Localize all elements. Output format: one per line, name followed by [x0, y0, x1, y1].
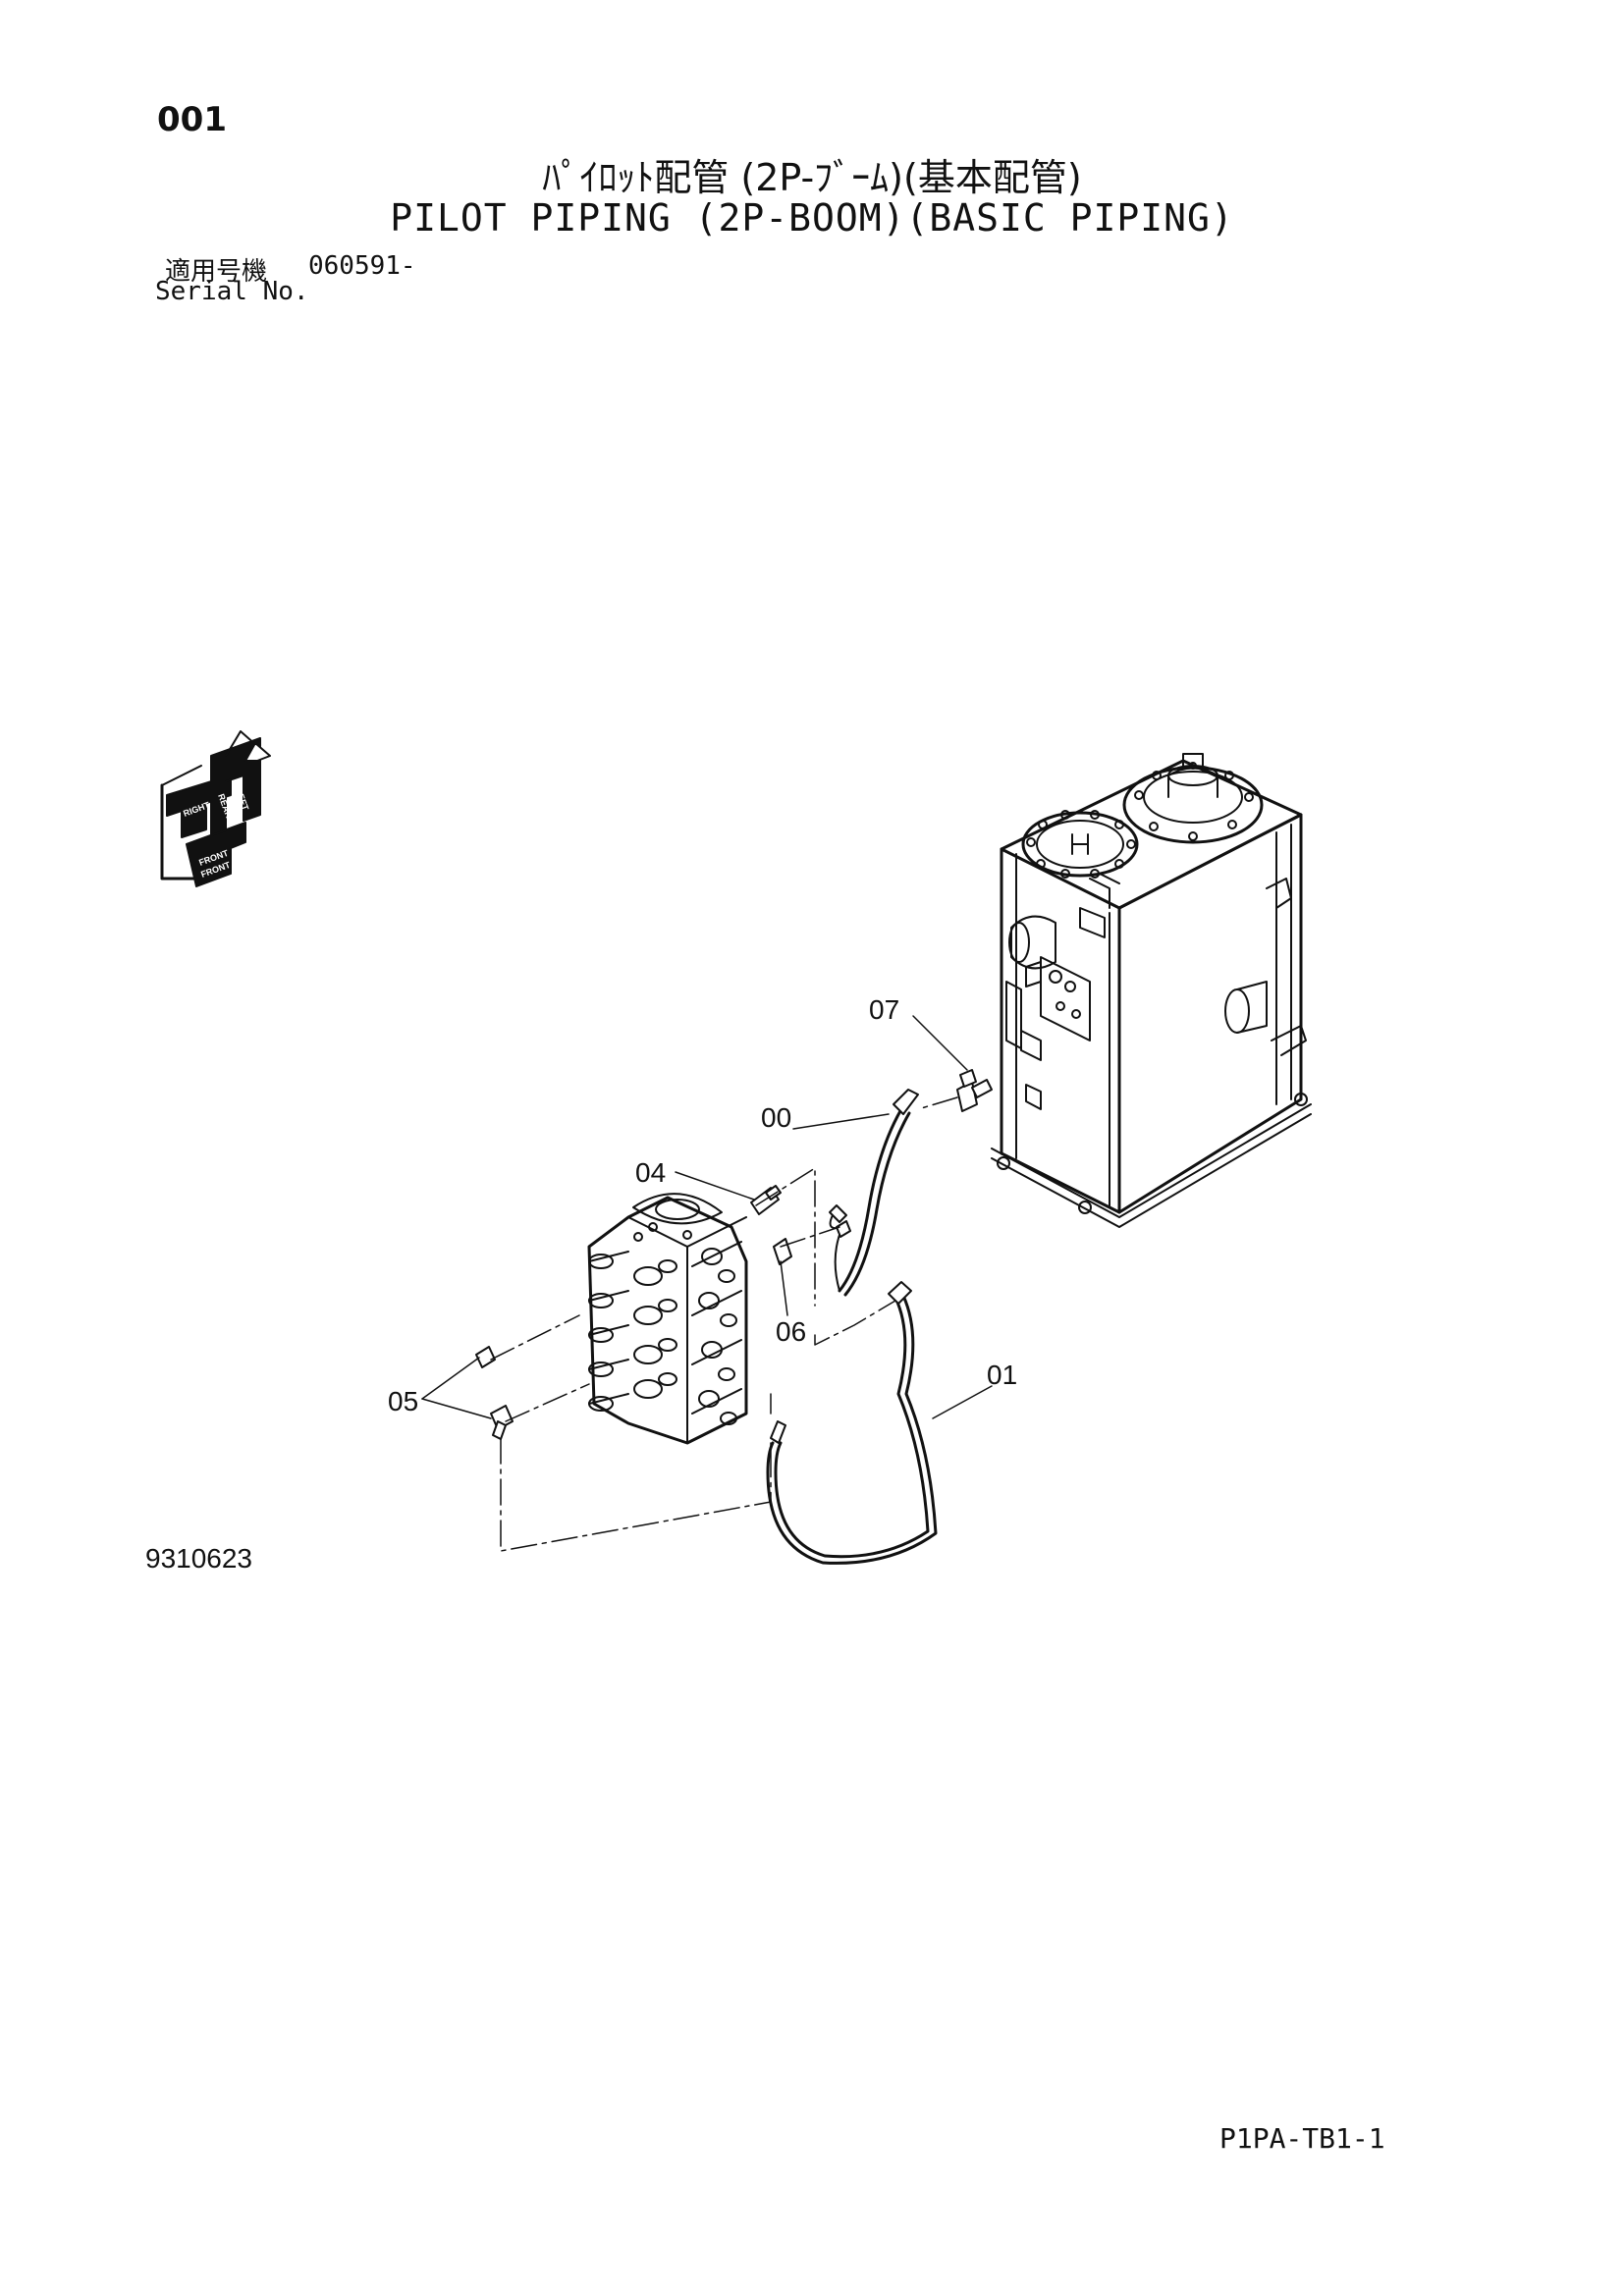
phantom-lines: [490, 1096, 958, 1552]
pilot-hose-01: [766, 1281, 938, 1565]
callout-05: 05: [388, 1386, 418, 1416]
callout-leaders: [421, 1015, 993, 1419]
document-code: P1PA-TB1-1: [1219, 2122, 1385, 2155]
figure-number: 9310623: [145, 1543, 253, 1574]
callout-04: 04: [635, 1157, 666, 1188]
callout-07: 07: [869, 994, 899, 1025]
hydraulic-tank: [991, 753, 1312, 1228]
page-number: 001: [157, 100, 227, 139]
title-japanese: ﾊﾟｲﾛｯﾄ配管 (2P-ﾌﾞｰﾑ)(基本配管): [542, 156, 1082, 199]
serial-label-english: Serial No.: [155, 277, 309, 306]
callout-00: 00: [761, 1102, 791, 1133]
orientation-icon: RIGHT FRONT FRONT REAR LEFT: [160, 730, 271, 887]
title-english: PILOT PIPING (2P-BOOM)(BASIC PIPING): [390, 196, 1234, 240]
serial-value: 060591-: [308, 251, 416, 281]
control-valve: [587, 1193, 748, 1445]
elbow-fitting-07: [956, 1069, 993, 1112]
callout-01: 01: [987, 1360, 1017, 1390]
adapter-fitting-05: [475, 1346, 514, 1440]
pilot-hose-00: [829, 1089, 919, 1297]
serial-label-japanese: 適用号機: [165, 257, 268, 287]
callout-06: 06: [776, 1316, 806, 1347]
